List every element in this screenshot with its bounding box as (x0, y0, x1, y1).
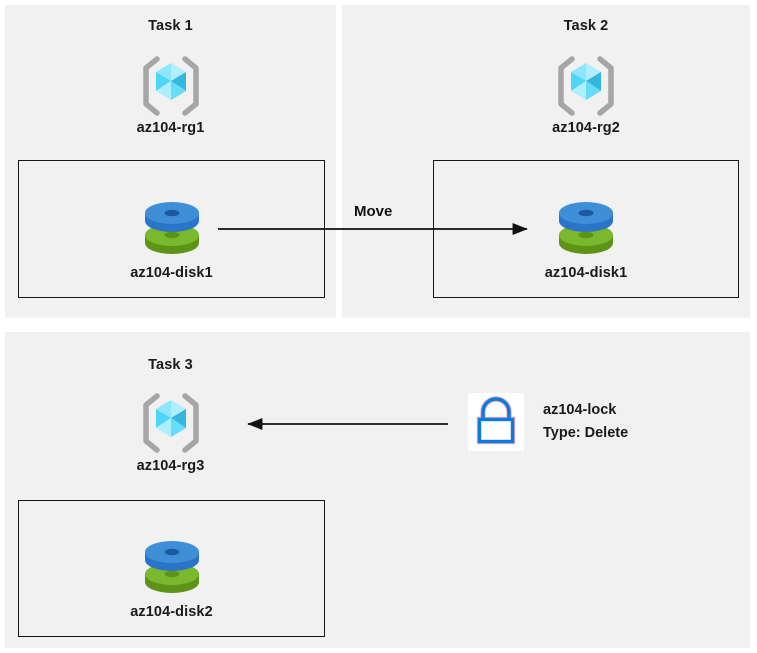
move-arrow-label: Move (354, 203, 393, 220)
lock-type-label: Type: Delete (543, 425, 629, 441)
task-2-title: Task 2 (563, 18, 609, 34)
lock-arrow (247, 418, 448, 430)
azure-resource-group-icon (554, 55, 618, 117)
resource-label-task3-disk: az104-disk2 (130, 604, 213, 620)
panel-task-2 (342, 5, 750, 318)
panel-task-1 (5, 5, 336, 318)
move-arrow (218, 223, 528, 235)
azure-managed-disk-icon (553, 196, 619, 258)
azure-resource-group-icon (139, 392, 203, 454)
resource-group-label-3: az104-rg3 (136, 458, 205, 474)
resource-box-task-3 (18, 500, 325, 637)
azure-resource-group-icon (139, 55, 203, 117)
resource-group-label-1: az104-rg1 (136, 120, 205, 136)
task-3-title: Task 3 (148, 357, 193, 373)
azure-managed-disk-icon (139, 535, 205, 597)
padlock-icon (468, 393, 524, 451)
lock-name-label: az104-lock (543, 402, 617, 418)
task-1-title: Task 1 (148, 18, 193, 34)
azure-managed-disk-icon (139, 196, 205, 258)
resource-label-task2-disk: az104-disk1 (544, 265, 628, 281)
resource-group-label-2: az104-rg2 (552, 120, 620, 136)
resource-label-task1-disk: az104-disk1 (130, 265, 213, 281)
panel-task-3 (5, 332, 750, 648)
